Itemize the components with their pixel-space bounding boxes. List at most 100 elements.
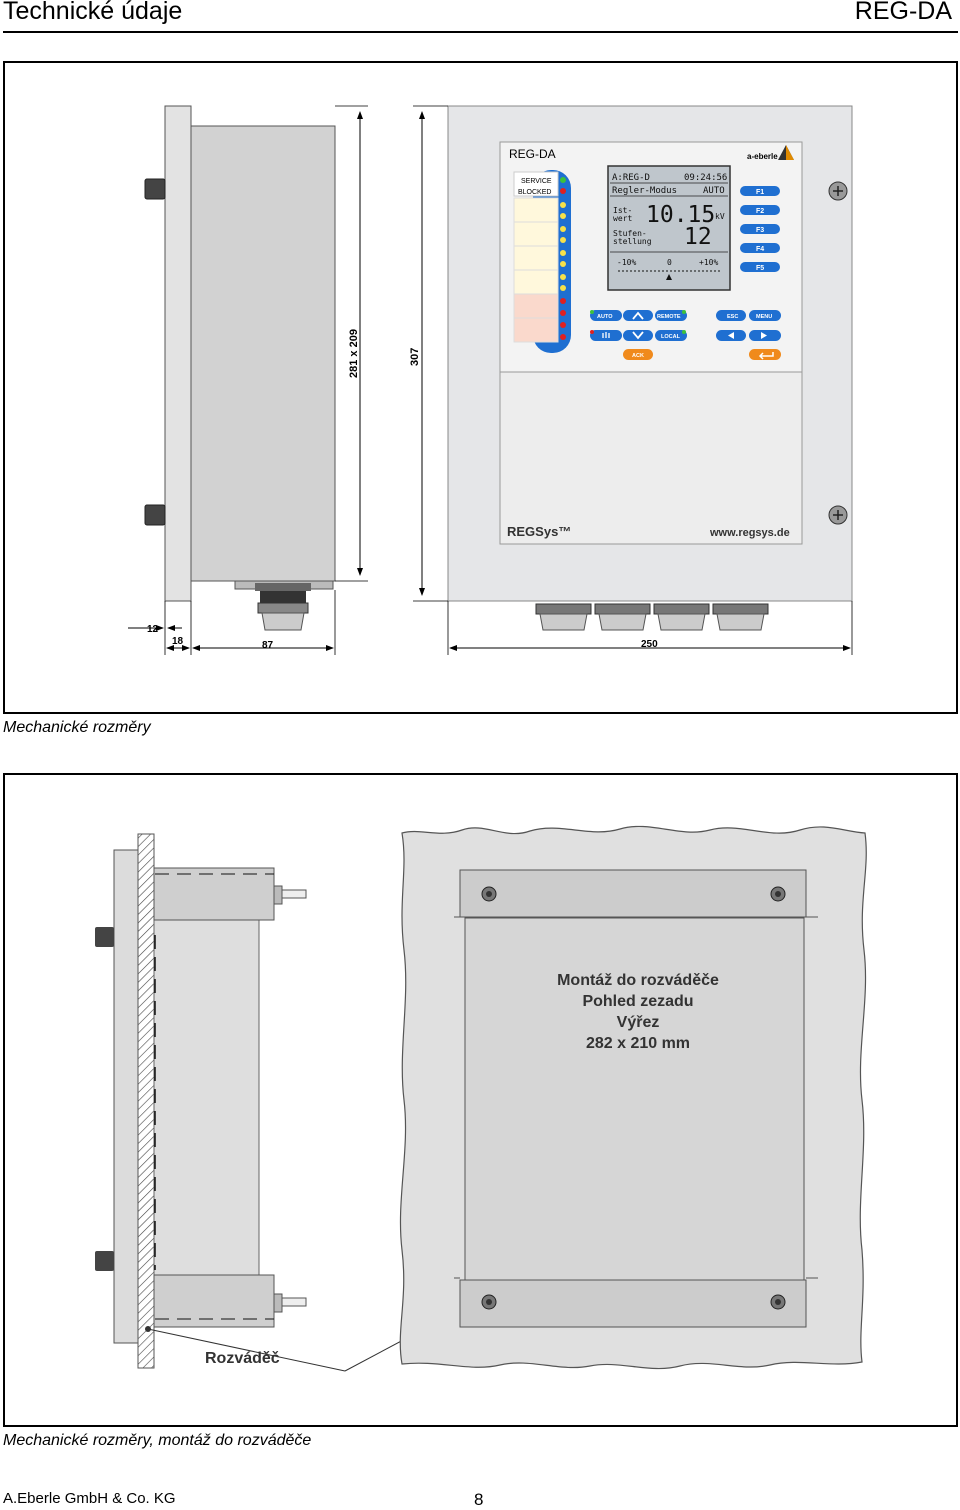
page-header-right: REG-DA [854,0,952,25]
f2-label: F2 [756,208,764,215]
screw-knob-icon [95,1251,114,1271]
cable-gland-nut [255,583,311,591]
mounting-side-view [95,833,425,1372]
lcd-line1-left: A:REG-D [612,173,650,183]
device-lower-panel [499,371,803,545]
note-line-3: Výřez [617,1014,660,1031]
figure-2-caption: Mechanické rozměry, montáž do rozváděče [3,1432,312,1449]
control-keys [590,310,781,360]
screw-knob-icon [144,504,166,526]
figure-1-caption: Mechanické rozměry [3,719,151,736]
device-rear [464,917,805,1281]
cable-gland-ring [257,602,309,614]
dim-87-label: 87 [262,640,274,651]
clamp-screw-top [281,889,307,899]
local-label: LOCAL [661,334,681,340]
arrow-left-icon [728,332,734,339]
brand-name: a-eberle [747,152,778,161]
mounting-rear-view [399,825,867,1370]
dim-18-label: 18 [172,636,184,647]
esc-label: ESC [727,314,738,320]
mounting-clamp-bottom [153,1274,275,1328]
front-cable-glands [535,603,769,631]
rear-top-bracket [459,869,807,918]
lcd-istwert-label-1: Ist- [613,206,632,215]
rear-bottom-bracket [459,1279,807,1328]
menu-button[interactable] [749,310,781,321]
housing-side [190,125,336,582]
menu-label: MENU [756,314,772,320]
clamp-screw-bottom [281,1297,307,1307]
f3-label: F3 [756,227,764,234]
f5-button[interactable] [740,262,780,272]
hand-icon [602,332,610,338]
enter-button[interactable] [749,349,781,360]
f1-label: F1 [756,189,764,196]
header-rule [3,31,958,33]
lcd-scale-left: -10% [617,258,636,267]
auto-button[interactable] [590,310,622,321]
note-line-1: Montáž do rozváděče [557,972,719,989]
lcd-stufen-label-2: stellung [613,237,652,246]
dimension-side-height [335,105,368,582]
led-label-service: SERVICE [521,178,552,185]
lcd-istwert-value: 10.15 [646,202,715,228]
lcd-stufen-label-1: Stufen- [613,229,647,238]
lcd-line2-left: Regler-Modus [612,186,677,196]
page-header-left: Technické údaje [3,0,183,25]
cabinet-wall [137,833,155,1369]
led-label-blocked: BLOCKED [518,189,551,196]
led-panel [513,170,571,353]
note-line-2: Pohled zezadu [582,993,693,1010]
lcd-scale-mid: 0 [667,258,672,267]
page-number: 8 [474,1490,484,1509]
screw-knob-icon [95,927,114,947]
arrow-up-icon [632,311,644,320]
up-button[interactable] [623,310,653,321]
ack-button[interactable] [623,349,653,360]
regsys-logo: REGSys™ [507,524,571,539]
down-button[interactable] [623,330,653,341]
lcd-line2-right: AUTO [703,186,725,196]
lcd-stufen-value: 12 [684,224,712,250]
ack-label: ACK [632,353,644,359]
remote-label: REMOTE [657,314,681,320]
cabinet-label: Rozváděč [205,1350,280,1367]
figure-1-frame [3,61,958,714]
enter-icon [758,352,774,360]
front-panel-mounted [113,849,139,1344]
arrow-down-icon [632,331,644,340]
lcd-istwert-label-2: wert [613,214,632,223]
footer-company: A.Eberle GmbH & Co. KG [3,1490,176,1507]
figure-2-frame [3,773,958,1427]
lcd-scale-right: +10% [699,258,718,267]
f5-label: F5 [756,265,764,272]
local-button[interactable] [655,330,687,341]
device-model-label: REG-DA [509,147,556,161]
mounting-clamp-top [153,867,275,921]
dim-side-height-label: 281 x 209 [348,329,360,378]
dimension-front-height [413,105,448,602]
f2-button[interactable] [740,205,780,215]
lcd-istwert-unit: kV [715,212,725,221]
dim-12-label: 12 [147,624,159,635]
lcd-line1-right: 09:24:56 [684,173,727,183]
auto-label: AUTO [597,314,613,320]
remote-button[interactable] [655,310,687,321]
esc-button[interactable] [716,310,746,321]
housing-mounted [153,867,260,1326]
note-line-4: 282 x 210 mm [586,1035,690,1052]
lcd-display [607,165,731,291]
front-panel-side [164,105,192,602]
f1-button[interactable] [740,186,780,196]
dimension-bottom [128,590,853,655]
screw-knob-icon [144,178,166,200]
side-view [144,105,336,631]
f3-button[interactable] [740,224,780,234]
function-keys [740,186,780,272]
arrow-right-icon [761,332,767,339]
cable-gland-thread [260,591,306,603]
dim-front-height-label: 307 [409,348,421,366]
f4-button[interactable] [740,243,780,253]
